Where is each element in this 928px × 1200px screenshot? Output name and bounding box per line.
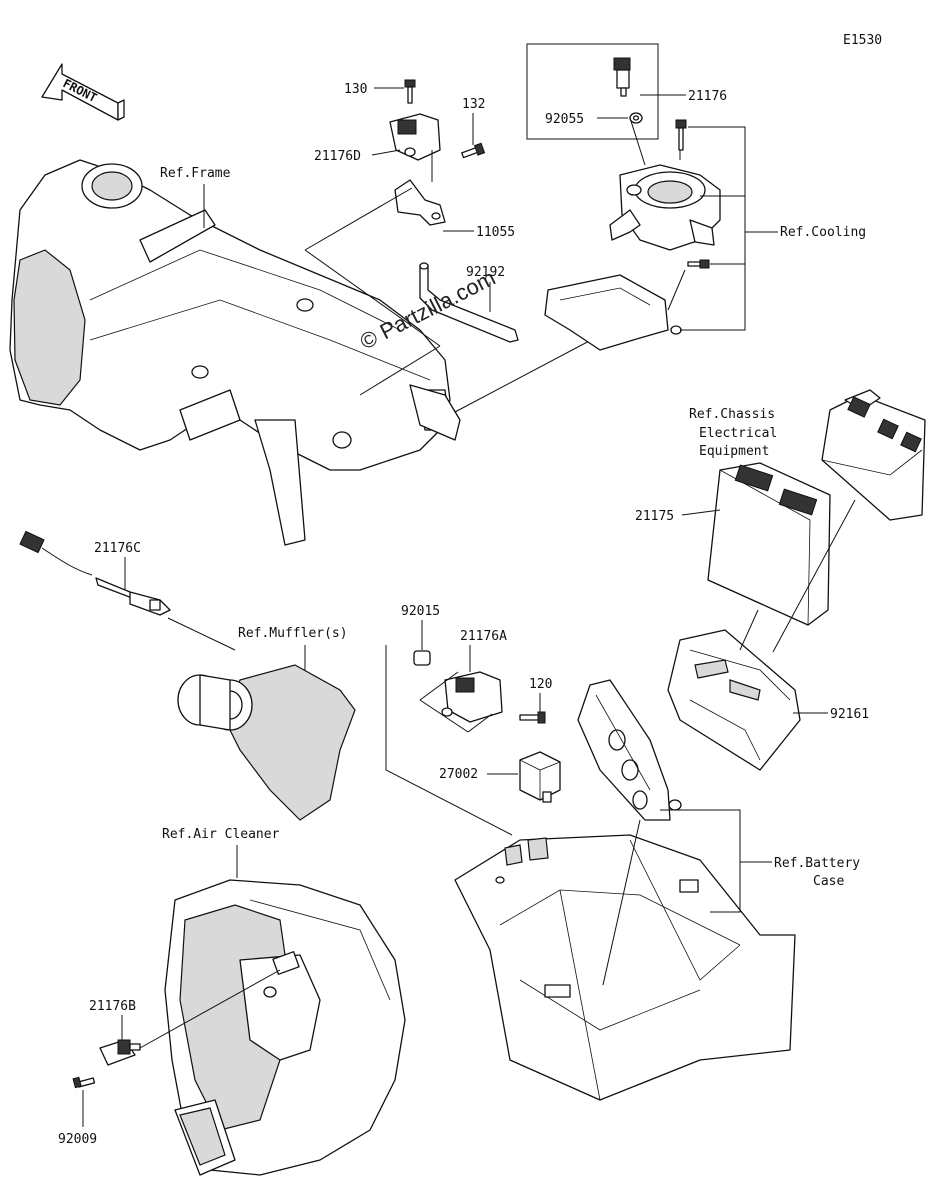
thermostat-housing	[609, 164, 721, 251]
switch-21176a	[441, 671, 503, 723]
collar-92015	[413, 650, 431, 666]
ref-mufflers-label: Ref.Muffler(s)	[238, 626, 348, 641]
battery-case-bracket	[577, 679, 671, 821]
ref-battery-case-label-1: Ref.Battery	[774, 856, 860, 871]
battery-case-illustration	[454, 834, 796, 1101]
battery-case-grommet	[668, 799, 682, 811]
sensor-21176d	[389, 113, 441, 161]
frame-mount-plate	[409, 384, 461, 441]
ref-chassis-label-1: Ref.Chassis	[689, 407, 775, 422]
front-label: FRONT	[61, 76, 100, 105]
part-21175-label: 21175	[635, 509, 674, 524]
ecu-21175	[707, 462, 831, 626]
ref-cooling-label: Ref.Cooling	[780, 225, 866, 240]
part-11055-label: 11055	[476, 225, 515, 240]
part-27002-label: 27002	[439, 767, 478, 782]
ref-frame-label: Ref.Frame	[160, 166, 231, 181]
bolt-132	[461, 142, 486, 159]
part-92015-label: 92015	[401, 604, 440, 619]
ref-chassis-label-2: Electrical	[699, 426, 777, 441]
bolt-130	[404, 79, 416, 104]
ecu-holder-92161	[667, 629, 801, 771]
part-132-label: 132	[462, 97, 485, 112]
part-92161-label: 92161	[830, 707, 869, 722]
bracket-11055	[394, 179, 446, 226]
bolt-cooling-top	[675, 119, 687, 151]
ref-air-cleaner-label: Ref.Air Cleaner	[162, 827, 280, 842]
ref-battery-case-label-2: Case	[813, 874, 844, 889]
part-21176d-label: 21176D	[314, 149, 361, 164]
screw-92009	[72, 1076, 96, 1089]
sensor-21176c	[19, 530, 171, 616]
sensor-21176	[613, 57, 631, 97]
sensor-21176b	[99, 1039, 141, 1066]
part-21176a-label: 21176A	[460, 629, 507, 644]
hose-92192	[419, 262, 519, 343]
part-21176b-label: 21176B	[89, 999, 136, 1014]
part-120-label: 120	[529, 677, 552, 692]
sensor-21176-callout-box	[526, 43, 659, 140]
muffler-illustration	[177, 664, 356, 821]
bolt-120	[519, 711, 546, 724]
part-92055-label: 92055	[545, 112, 584, 127]
front-arrow-icon: FRONT	[41, 63, 125, 121]
bolt-cooling-side	[687, 259, 710, 269]
part-130-label: 130	[344, 82, 367, 97]
washer-92055	[629, 112, 643, 124]
part-21176-label: 21176	[688, 89, 727, 104]
chassis-electrical-module	[821, 389, 926, 521]
cooling-bracket	[544, 274, 682, 351]
ref-chassis-label-3: Equipment	[699, 444, 769, 459]
part-21176c-label: 21176C	[94, 541, 141, 556]
relay-27002	[519, 751, 561, 803]
diagram-code: E1530	[843, 33, 882, 48]
frame-illustration	[9, 159, 451, 546]
part-92192-label: 92192	[466, 265, 505, 280]
part-92009-label: 92009	[58, 1132, 97, 1147]
air-cleaner-illustration	[164, 879, 406, 1176]
